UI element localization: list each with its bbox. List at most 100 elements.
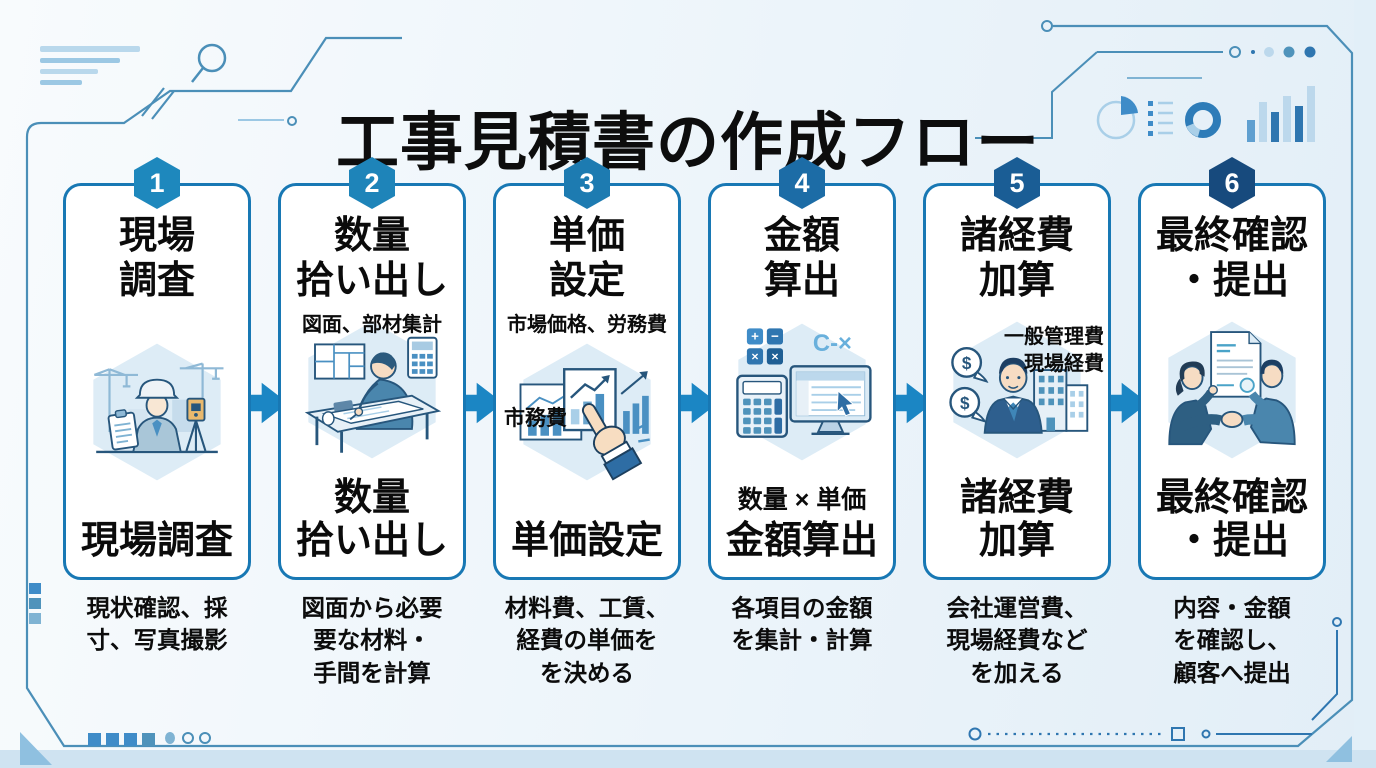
- process-flow: 1 現場 調査: [63, 157, 1326, 689]
- arrow-gap: [671, 157, 718, 689]
- svg-text:×: ×: [751, 350, 758, 364]
- illustration-site-survey: [93, 343, 224, 481]
- step-label: 単価設定: [510, 520, 663, 563]
- step-title: 単価 設定: [548, 215, 625, 302]
- bottom-right-decoration: [968, 617, 1352, 762]
- motion-lines: [633, 423, 650, 443]
- svg-text:×: ×: [771, 350, 778, 364]
- illustration-caption: 図面、部材集計: [302, 313, 442, 336]
- crane-icon: [93, 362, 224, 432]
- arrow-gap: [241, 157, 288, 689]
- step-card-site-survey: 現場 調査: [63, 183, 251, 580]
- illustration-caption-bottom: 数量 × 単価: [737, 486, 867, 515]
- top-right-panel: [975, 51, 1223, 139]
- illustration-quantity-takeoff: [304, 321, 442, 459]
- bottom-strip: [0, 750, 1376, 768]
- step-column-4: 4 金額 算出 + − × ×: [708, 157, 896, 689]
- step-number: 2: [364, 167, 380, 198]
- step-column-1: 1 現場 調査: [63, 157, 251, 689]
- illustration-caption-overlay: 一般管理費 現場経費: [1004, 325, 1104, 375]
- step-card-quantity-takeoff: 数量 拾い出し 図面、部材集計: [278, 183, 466, 580]
- seal-icon: [1239, 377, 1255, 393]
- step-number: 6: [1224, 167, 1240, 198]
- step-number: 4: [794, 167, 810, 198]
- dollar-coin-icon: $: [951, 347, 989, 384]
- step-description: 会社運営費、 現場経費など を加える: [946, 595, 1088, 686]
- node-line-decoration: [238, 116, 297, 126]
- step-label: 金額算出: [725, 520, 878, 563]
- step-number-badge: 4: [779, 157, 825, 209]
- step-column-5: 5 諸経費 加算 一般管理費 現場経費 $ $: [923, 157, 1111, 689]
- data-lines-icon: [40, 46, 140, 85]
- step-label: 諸経費 加算: [959, 476, 1074, 563]
- step-number: 3: [579, 167, 595, 198]
- math-operator-tiles-icon: + − × ×: [746, 328, 783, 365]
- step-description: 内容・金額 を確認し、 顧客へ提出: [1173, 595, 1291, 686]
- step-number-badge: 3: [564, 157, 610, 209]
- arrow-gap: [1101, 157, 1148, 689]
- theodolite-icon: [185, 397, 207, 452]
- cursor-icon: [836, 390, 855, 417]
- arrow-gap: [886, 157, 933, 689]
- left-squares-decoration: [29, 583, 41, 624]
- step-title: 現場 調査: [118, 215, 195, 302]
- floor-plan-icon: [314, 343, 366, 380]
- step-title: 諸経費 加算: [959, 215, 1074, 302]
- illustration-area: 図面、部材集計: [281, 304, 463, 477]
- illustration-area: + − × × C-×: [711, 304, 893, 481]
- step-number: 1: [149, 167, 165, 198]
- bar-chart-icon: [1247, 86, 1315, 142]
- step-description: 図面から必要 要な材料・ 手間を計算: [301, 595, 443, 686]
- step-column-6: 6 最終確認 ・提出: [1138, 157, 1326, 689]
- slash-decoration: [141, 87, 175, 120]
- clipboard-icon: [107, 409, 139, 451]
- illustration-caption-side: 市務費: [504, 406, 567, 430]
- step-card-amount-calculation: 金額 算出 + − × ×: [708, 183, 896, 580]
- rising-bars-icon: [620, 371, 649, 434]
- svg-text:$: $: [960, 394, 970, 413]
- magnifier-icon: [191, 43, 227, 83]
- step-number: 5: [1009, 167, 1025, 198]
- step-column-2: 2 数量 拾い出し 図面、部材集計: [278, 157, 466, 689]
- step-card-overhead: 諸経費 加算 一般管理費 現場経費 $ $: [923, 183, 1111, 580]
- illustration-area: 市場価格、労務費 市務費: [496, 304, 678, 521]
- calculator-icon: [736, 374, 788, 438]
- dots-row-icon: [1229, 46, 1316, 58]
- step-label: 数量 拾い出し: [295, 476, 448, 563]
- growth-chart-icon: [563, 368, 617, 432]
- calculator-icon: [407, 336, 438, 379]
- step-description: 現状確認、採 寸、写真撮影: [86, 595, 228, 654]
- svg-text:+: +: [751, 329, 759, 344]
- step-number-badge: 1: [134, 157, 180, 209]
- step-title: 金額 算出: [763, 215, 840, 302]
- dollar-coin-icon: $: [949, 387, 987, 424]
- step-description: 材料費、工賃、 経費の単価を を決める: [504, 595, 670, 686]
- document-icon: [1210, 331, 1262, 398]
- illustration-caption: 市場価格、労務費: [507, 313, 667, 336]
- step-card-final-submission: 最終確認 ・提出: [1138, 183, 1326, 580]
- illustration-overhead-costs: $ $: [949, 321, 1089, 459]
- step-label: 現場調査: [80, 520, 233, 563]
- monitor-spreadsheet-icon: [789, 365, 872, 435]
- step-label: 最終確認 ・提出: [1155, 476, 1308, 563]
- step-description: 各項目の金額 を集計・計算: [731, 595, 873, 654]
- svg-text:−: −: [771, 329, 779, 344]
- formula-glyphs: C-×: [813, 330, 852, 357]
- step-column-3: 3 単価 設定 市場価格、労務費 市務費: [493, 157, 681, 689]
- illustration-unit-pricing: [519, 343, 651, 481]
- businessman-icon: [983, 357, 1043, 434]
- svg-text:$: $: [962, 354, 972, 373]
- circuit-node-icon: [1041, 20, 1053, 32]
- pie-chart-icon: [1096, 96, 1138, 140]
- donut-chart-icon: [1185, 102, 1221, 138]
- illustration-area: [66, 304, 248, 521]
- illustration-area: [1141, 304, 1323, 477]
- step-card-unit-pricing: 単価 設定 市場価格、労務費 市務費: [493, 183, 681, 580]
- worker-icon: [132, 378, 182, 453]
- bottom-left-decoration: [20, 732, 211, 765]
- step-title: 数量 拾い出し: [295, 215, 448, 302]
- illustration-final-submission: [1168, 321, 1296, 459]
- page-title: 工事見積書の作成フロー: [336, 108, 1040, 179]
